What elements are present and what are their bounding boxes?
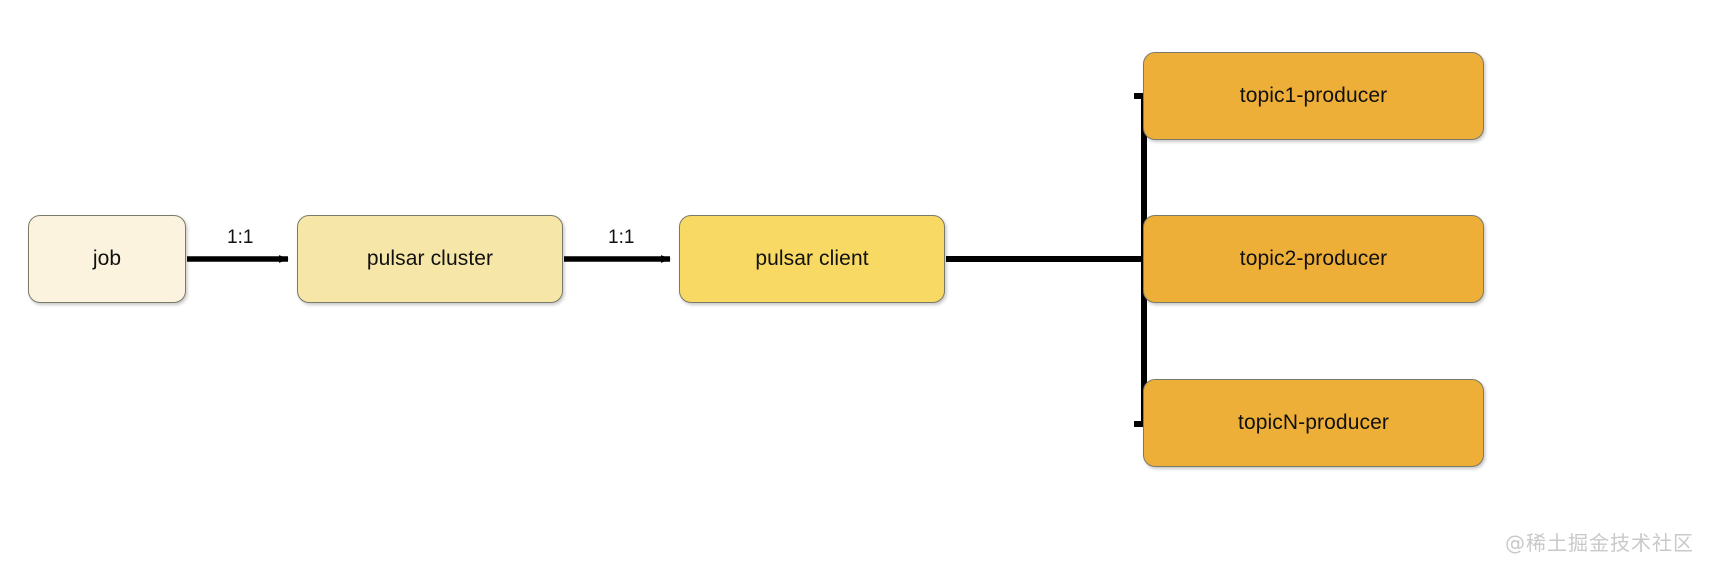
- node-topicN-producer-label: topicN-producer: [1238, 411, 1389, 434]
- node-pulsar-client-label: pulsar client: [755, 247, 869, 270]
- node-topic1-producer-label: topic1-producer: [1239, 84, 1388, 107]
- watermark: @稀土掘金技术社区: [1505, 531, 1694, 555]
- edge-label-job-to-cluster: 1:1: [227, 227, 254, 248]
- node-pulsar-cluster[interactable]: pulsar cluster: [297, 215, 563, 303]
- node-topic1-producer[interactable]: topic1-producer: [1143, 52, 1484, 140]
- edge-pulsar-client-trunk: [946, 96, 1147, 424]
- node-pulsar-cluster-label: pulsar cluster: [366, 247, 494, 270]
- edge-label-cluster-to-client: 1:1: [608, 227, 635, 248]
- node-pulsar-client[interactable]: pulsar client: [679, 215, 945, 303]
- node-job-label: job: [92, 247, 122, 270]
- node-topic2-producer-label: topic2-producer: [1239, 247, 1388, 270]
- node-job[interactable]: job: [28, 215, 186, 303]
- node-topicN-producer[interactable]: topicN-producer: [1143, 379, 1484, 467]
- node-topic2-producer[interactable]: topic2-producer: [1143, 215, 1484, 303]
